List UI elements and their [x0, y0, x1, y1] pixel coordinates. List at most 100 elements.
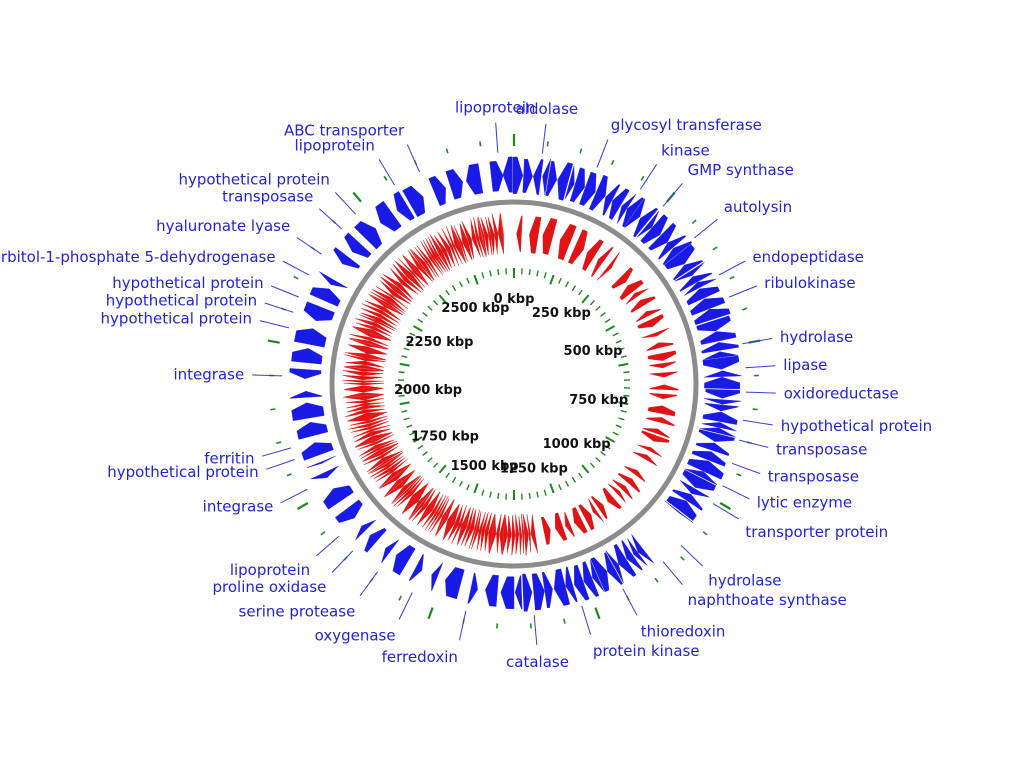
forward-gene-arrow	[309, 287, 341, 307]
forward-gene-arrow	[658, 235, 686, 260]
reverse-gene-arrow	[360, 307, 398, 327]
forward-gene-arrow	[624, 198, 646, 228]
forward-gene-arrow	[674, 262, 705, 282]
reverse-gene-arrow	[350, 420, 389, 433]
reverse-gene-arrow	[429, 234, 450, 270]
gene-label: glycosyl transferase	[611, 116, 762, 134]
gene-label-leader	[693, 218, 718, 239]
reverse-gene-arrow	[485, 216, 493, 256]
reverse-gene-arrow	[461, 221, 475, 259]
reverse-gene-arrow	[641, 327, 670, 338]
inner-tick	[618, 362, 629, 367]
reverse-gene-arrow	[349, 338, 388, 350]
outer-tick	[286, 473, 292, 477]
forward-gene-arrow	[514, 575, 523, 610]
reverse-gene-arrow	[370, 294, 404, 316]
outer-tick	[610, 159, 615, 166]
inner-tick	[571, 476, 577, 483]
forward-gene-arrow	[631, 534, 655, 564]
kbp-label: 250 kbp	[532, 306, 591, 321]
forward-gene-arrow	[489, 160, 504, 192]
inner-tick	[473, 483, 479, 494]
reverse-gene-arrow	[564, 511, 575, 537]
gene-label: ferritin	[204, 449, 254, 467]
gene-label: transposase	[222, 187, 313, 205]
gene-label-leader	[745, 391, 776, 394]
reverse-gene-arrow	[489, 514, 497, 554]
inner-tick	[618, 417, 625, 421]
forward-gene-arrow	[602, 184, 621, 216]
reverse-gene-arrow	[342, 392, 383, 398]
gene-label: hypothetical protein	[781, 417, 932, 435]
inner-tick	[595, 305, 601, 311]
reverse-gene-arrow	[391, 475, 421, 504]
forward-gene-arrow	[605, 550, 624, 583]
reverse-gene-arrow	[345, 394, 384, 401]
gene-label: lytic enzyme	[757, 493, 852, 511]
reverse-gene-arrow	[637, 444, 663, 458]
outer-tick	[427, 607, 434, 620]
reverse-gene-arrow	[427, 236, 449, 272]
inner-tick	[466, 277, 470, 284]
reverse-gene-arrow	[487, 216, 495, 255]
reverse-gene-arrow	[497, 212, 504, 253]
reverse-gene-arrow	[647, 405, 676, 417]
forward-gene-arrow	[355, 519, 377, 541]
reverse-gene-arrow	[349, 415, 388, 426]
reverse-gene-arrow	[363, 446, 399, 465]
gene-label-leader	[315, 535, 340, 557]
gene-label-leader	[712, 503, 739, 520]
reverse-gene-arrow	[360, 440, 398, 459]
inner-tick	[473, 274, 479, 285]
reverse-gene-arrow	[619, 279, 644, 301]
forward-gene-arrow	[705, 389, 741, 399]
reverse-gene-arrow	[443, 504, 460, 540]
forward-gene-arrow	[565, 566, 578, 603]
inner-tick	[618, 347, 625, 351]
forward-gene-arrow	[319, 271, 348, 289]
outer-tick	[296, 502, 309, 510]
forward-gene-arrow	[700, 331, 737, 345]
reverse-gene-arrow	[345, 409, 385, 418]
reverse-gene-arrow	[484, 512, 492, 551]
forward-gene-arrow	[684, 468, 718, 486]
inner-tick	[549, 274, 555, 285]
reverse-gene-arrow	[362, 443, 398, 462]
gene-label: ribulokinase	[764, 274, 855, 292]
reverse-gene-arrow	[515, 514, 520, 555]
reverse-gene-arrow	[418, 492, 441, 525]
gene-label-leader	[728, 285, 758, 298]
reverse-gene-arrow	[435, 499, 455, 537]
inner-tick	[401, 409, 408, 413]
gene-label-leader	[334, 192, 357, 215]
gene-label: proline oxidase	[212, 578, 326, 596]
reverse-gene-arrow	[624, 465, 646, 482]
forward-gene-arrow	[704, 376, 741, 390]
reverse-gene-arrow	[401, 482, 429, 514]
gene-label-leader	[718, 260, 746, 276]
gene-label: hypothetical protein	[101, 310, 252, 328]
inner-tick	[413, 436, 423, 443]
reverse-gene-arrow	[459, 223, 473, 260]
forward-gene-arrow	[545, 160, 558, 197]
gene-label: GMP synthase	[688, 161, 794, 179]
forward-gene-arrow	[381, 539, 400, 564]
reverse-gene-arrow	[625, 288, 649, 305]
inner-tick	[403, 417, 410, 421]
reverse-gene-arrow	[530, 514, 538, 554]
kbp-label: 1250 kbp	[500, 462, 568, 477]
inner-tick	[536, 491, 539, 498]
gene-label: oxidoreductase	[784, 384, 899, 402]
reverse-gene-arrow	[359, 314, 395, 331]
gene-label: lipoprotein	[295, 137, 375, 155]
forward-gene-arrow	[541, 571, 553, 609]
forward-gene-arrow	[402, 185, 426, 218]
gene-label-leader	[745, 365, 776, 369]
inner-tick	[581, 464, 590, 474]
forward-gene-arrow	[533, 159, 544, 195]
forward-gene-arrow	[392, 544, 416, 576]
forward-gene-arrow	[334, 499, 363, 523]
inner-tick	[528, 269, 531, 276]
